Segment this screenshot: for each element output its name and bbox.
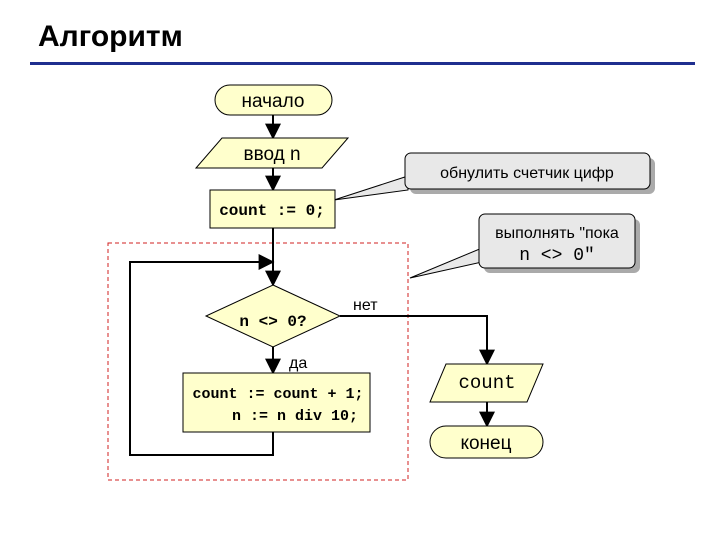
connector-condition-output bbox=[340, 315, 495, 366]
callout-reset-pointer bbox=[333, 175, 409, 201]
callout-reset-text: обнулить счетчик цифр bbox=[440, 165, 614, 182]
body-process bbox=[182, 372, 371, 433]
start-label: начало bbox=[242, 91, 305, 112]
input-label: ввод n bbox=[243, 144, 300, 165]
condition-label: n <> 0? bbox=[239, 313, 306, 331]
callout-loop-pointer bbox=[409, 247, 483, 279]
end-terminator bbox=[429, 425, 544, 459]
branch-no-label: нет bbox=[353, 297, 378, 314]
body-label-line2: n := n div 10; bbox=[232, 408, 358, 425]
callout-loop-line2: n <> 0" bbox=[519, 246, 595, 266]
init-label: count := 0; bbox=[219, 202, 325, 220]
init-process bbox=[209, 189, 336, 229]
callout-loop-box bbox=[478, 213, 636, 269]
condition-diamond bbox=[204, 284, 342, 348]
callout-reset-box bbox=[404, 152, 651, 190]
loop-region-border bbox=[107, 242, 409, 481]
body-label-line1: count := count + 1; bbox=[192, 386, 363, 403]
start-terminator bbox=[214, 84, 333, 116]
page-title: Алгоритм bbox=[38, 20, 183, 53]
output-parallelogram bbox=[429, 363, 544, 403]
end-label: конец bbox=[460, 433, 511, 454]
branch-yes-label: да bbox=[289, 355, 307, 372]
title-underline bbox=[30, 62, 695, 65]
input-parallelogram bbox=[194, 137, 350, 169]
output-label: count bbox=[458, 372, 515, 394]
connector-loop-back bbox=[129, 254, 275, 456]
callout-loop-line1: выполнять "пока bbox=[495, 225, 619, 242]
